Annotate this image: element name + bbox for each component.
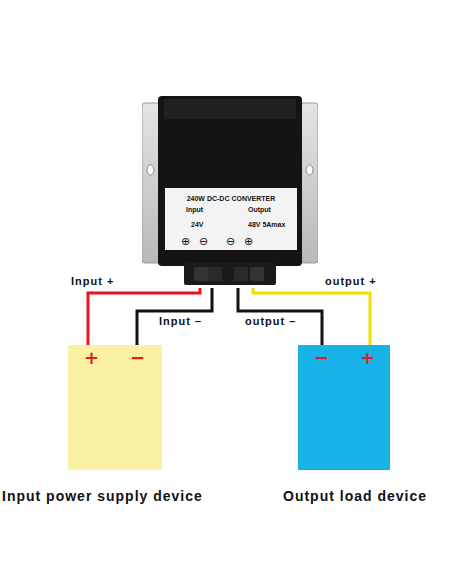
polarity-sign: + bbox=[360, 347, 375, 368]
port-heading: Output bbox=[248, 206, 271, 213]
wire bbox=[238, 288, 322, 345]
polarity-sign: − bbox=[314, 347, 329, 368]
voltage-rating: 24V bbox=[191, 221, 203, 228]
wire-label: output – bbox=[244, 315, 297, 327]
terminal-symbol: ⊖ bbox=[226, 235, 235, 248]
terminal-symbol: ⊕ bbox=[181, 235, 190, 248]
wire-label: Input + bbox=[70, 275, 115, 287]
terminal-symbol: ⊖ bbox=[199, 235, 208, 248]
converter-housing bbox=[142, 95, 318, 288]
device-caption: Input power supply device bbox=[2, 488, 203, 504]
input-power-supply: +−Input power supply device bbox=[68, 345, 162, 470]
port-heading: Input bbox=[186, 206, 203, 213]
polarity-sign: − bbox=[130, 347, 145, 368]
wire-label: Input – bbox=[158, 315, 203, 327]
converter-title: 240W DC-DC CONVERTER bbox=[165, 195, 297, 202]
wire-label: output + bbox=[324, 275, 378, 287]
dc-dc-converter: 240W DC-DC CONVERTER Input Output 24V 48V 5A… bbox=[142, 95, 318, 288]
terminal-symbol: ⊕ bbox=[244, 235, 253, 248]
device-caption: Output load device bbox=[283, 488, 427, 504]
wire bbox=[137, 288, 212, 345]
voltage-rating: 48V 5Amax bbox=[248, 221, 285, 228]
polarity-sign: + bbox=[84, 347, 99, 368]
output-load: −+Output load device bbox=[298, 345, 390, 470]
